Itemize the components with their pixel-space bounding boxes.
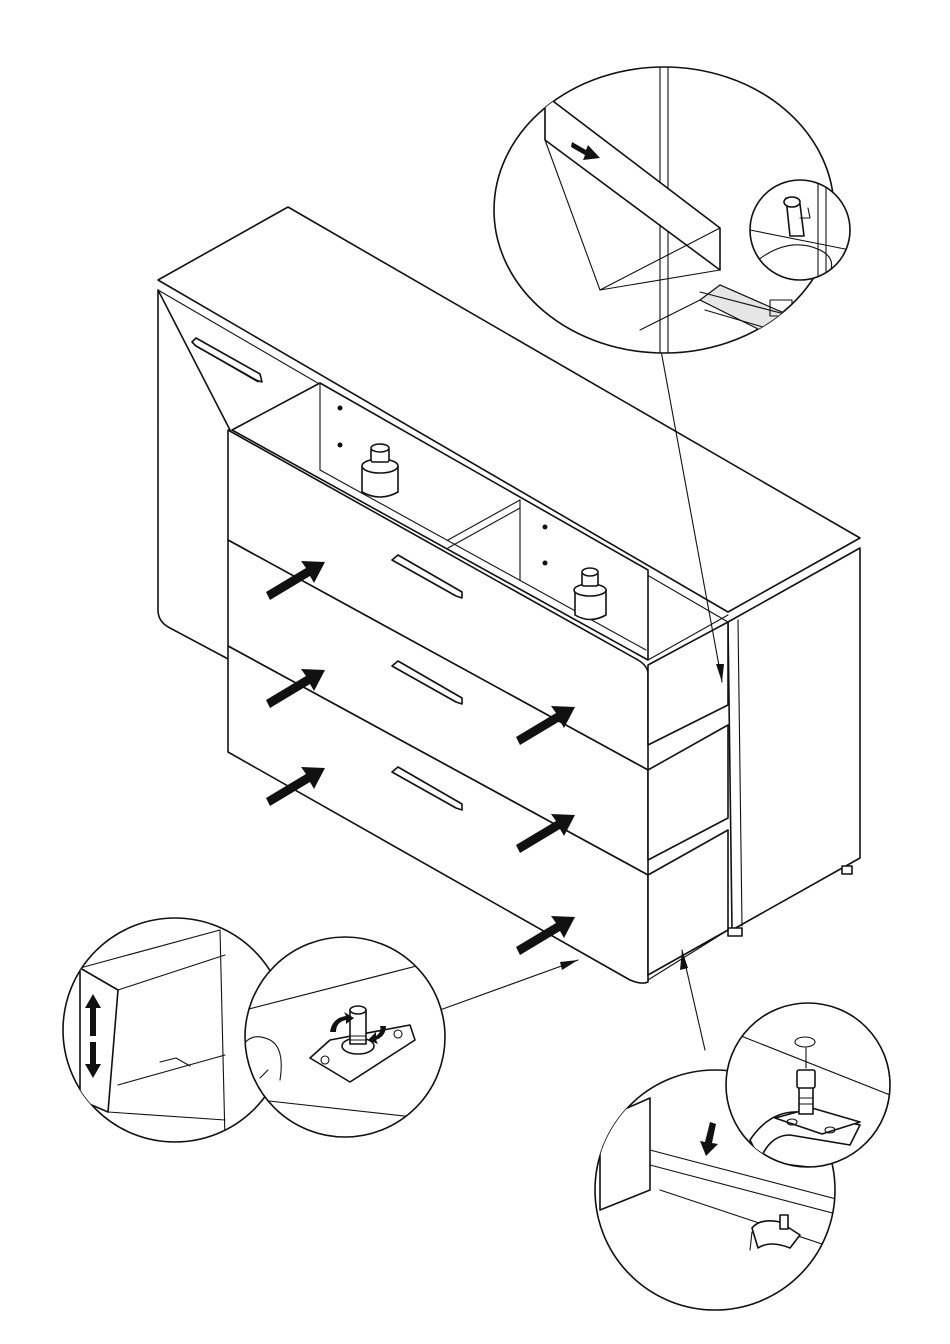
runner-clip-detail	[750, 180, 850, 280]
adjust-screw-detail	[240, 937, 445, 1137]
